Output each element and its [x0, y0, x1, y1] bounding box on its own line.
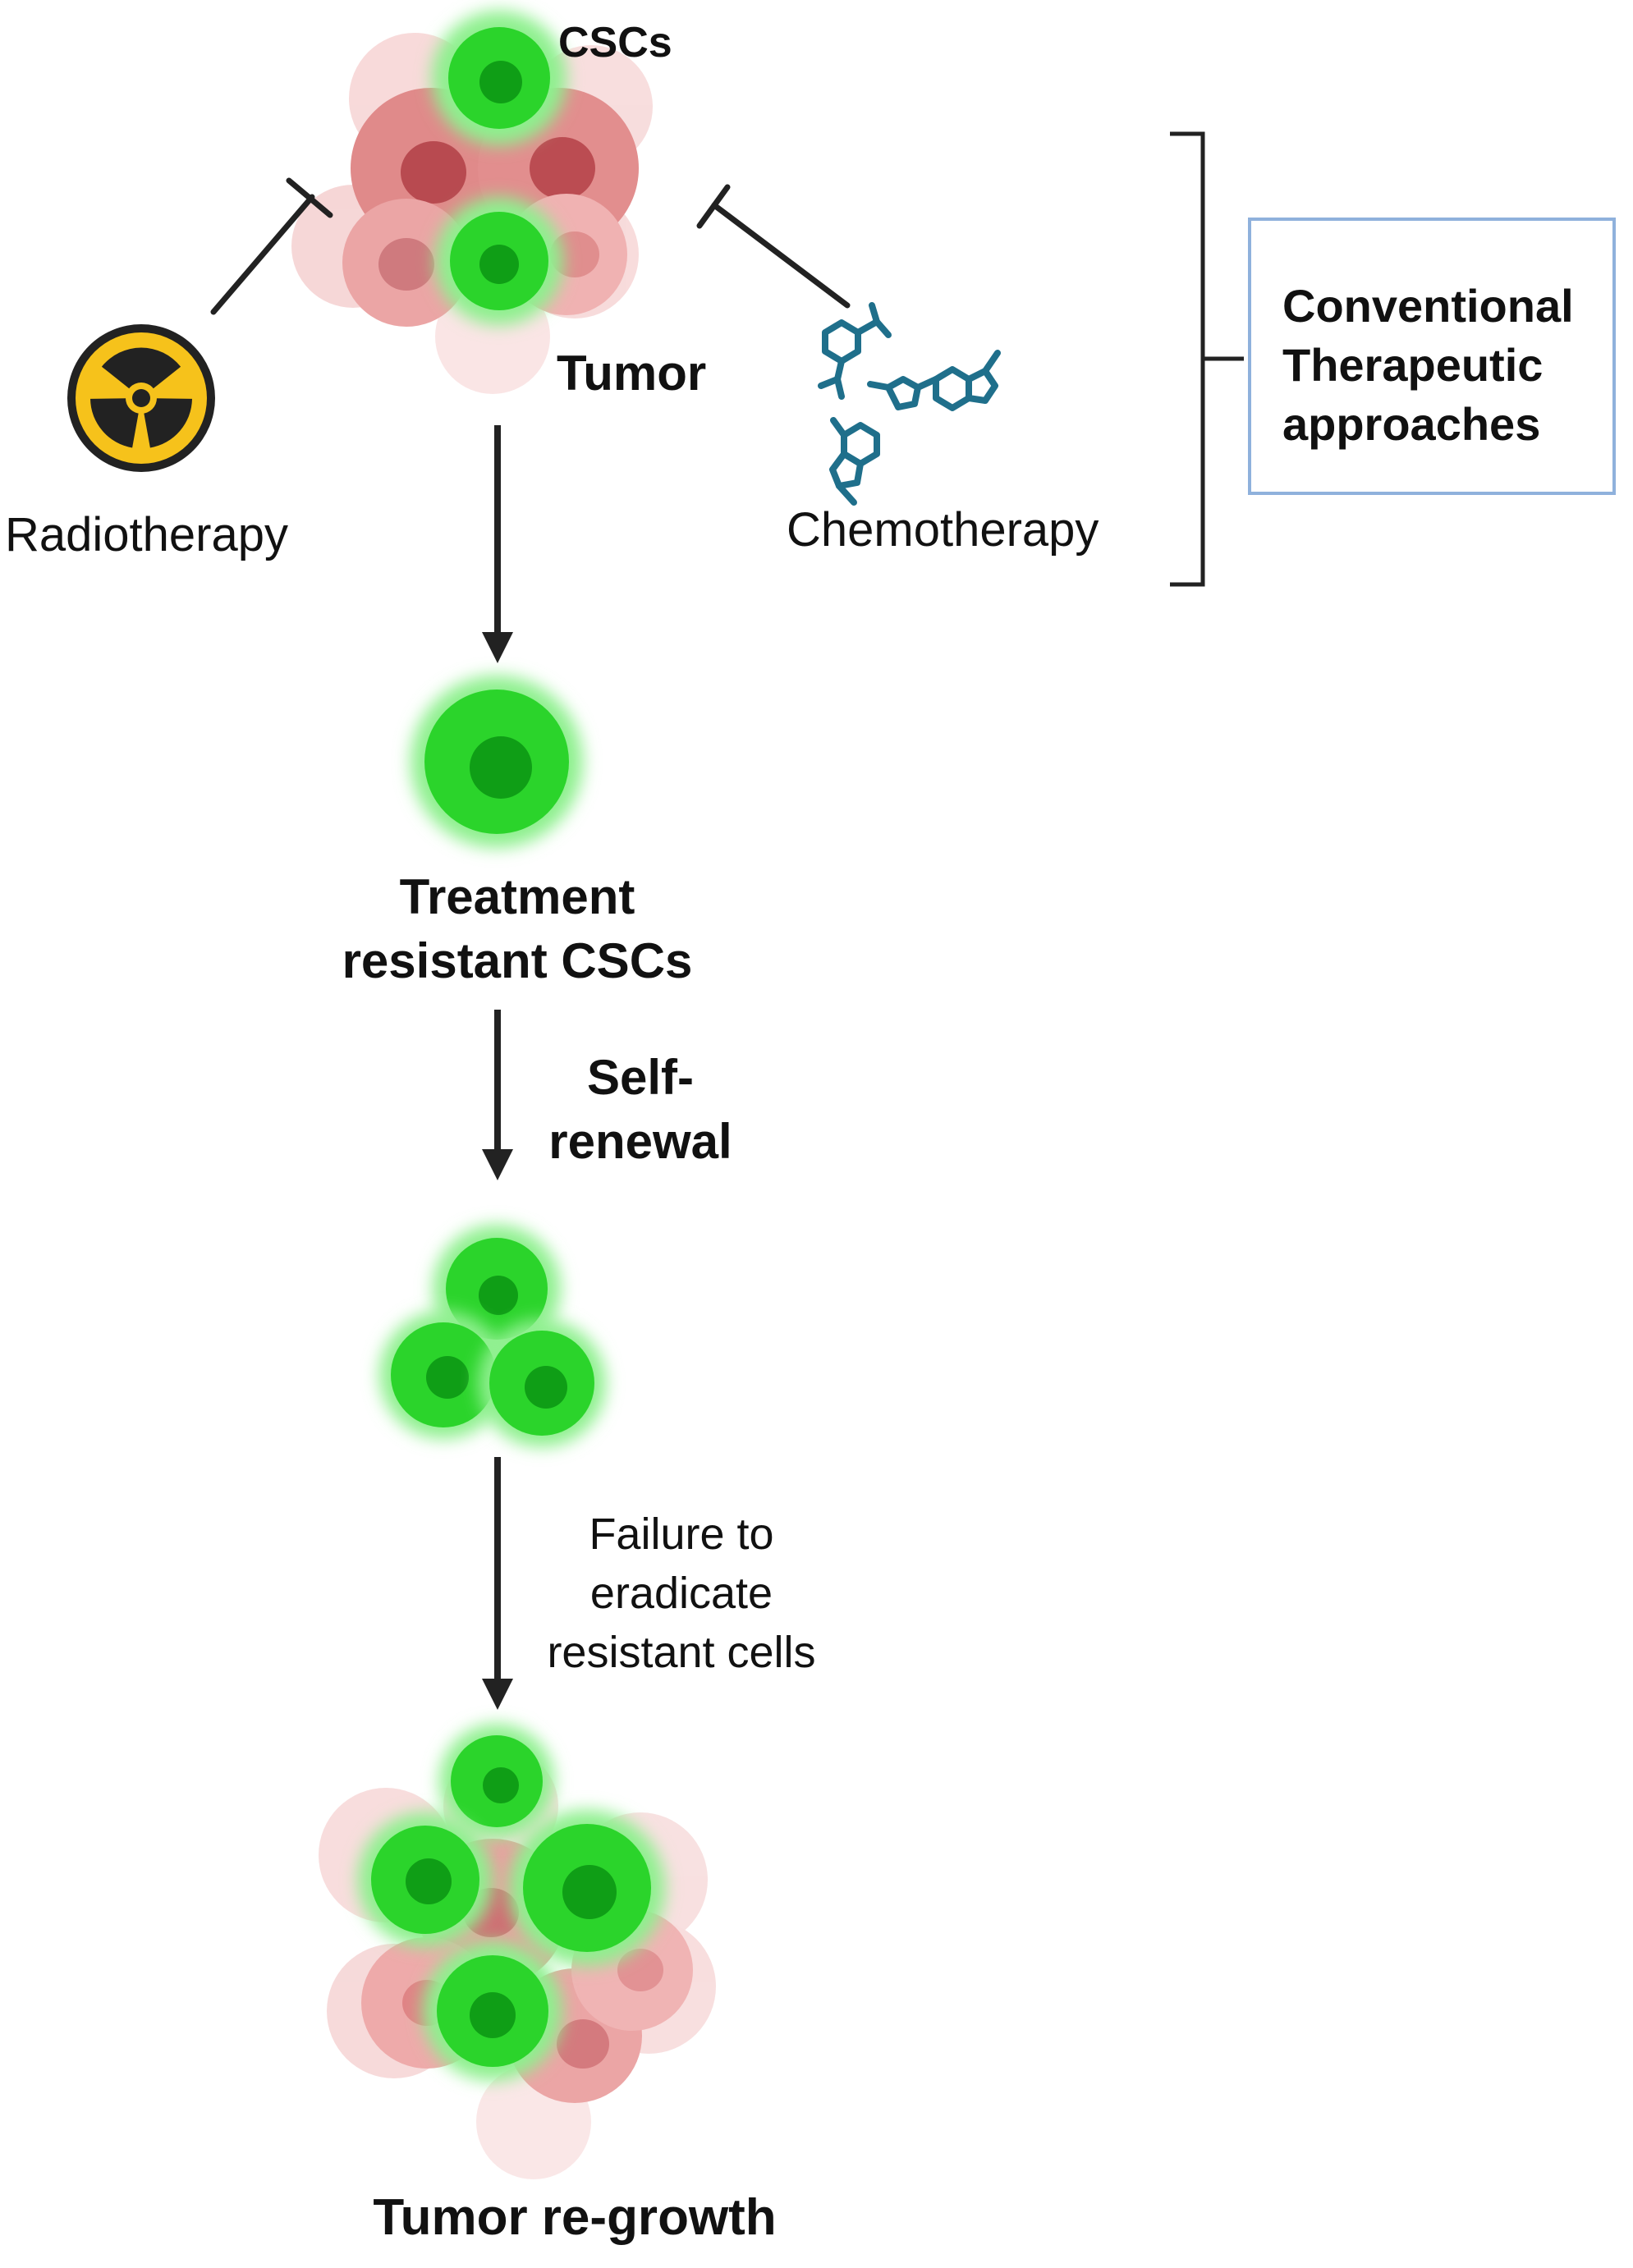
self-renewed-stem-cells — [379, 1225, 606, 1447]
tumor-regrowth-label: Tumor re-growth — [373, 2189, 777, 2246]
stem-cell — [478, 1319, 606, 1447]
stem-cell — [358, 1812, 493, 1947]
stem-cell — [509, 1810, 665, 1966]
cscs-label: CSCs — [558, 19, 672, 66]
tumor-label: Tumor — [557, 346, 707, 401]
stem-cell — [439, 1724, 554, 1839]
arrow-tumor-to-resistant — [482, 425, 513, 663]
treatment-resistant-line-2: resistant CSCs — [342, 933, 693, 988]
approaches-line-1: Conventional — [1282, 280, 1574, 332]
arrow-failure — [482, 1457, 513, 1710]
arrow-self-renewal — [482, 1010, 513, 1180]
radiotherapy-inhibition-line — [210, 177, 333, 315]
chemistry-molecule-icon — [818, 302, 1001, 506]
approaches-line-2: Therapeutic — [1282, 339, 1544, 391]
tumor-cell — [342, 199, 470, 327]
approaches-line-3: approaches — [1282, 398, 1541, 450]
failure-line-1: Failure to — [589, 1510, 774, 1559]
radiation-icon — [67, 324, 215, 472]
chemotherapy-label: Chemotherapy — [787, 503, 1099, 557]
failure-line-2: eradicate — [589, 1569, 773, 1618]
chemotherapy-inhibition-line — [696, 184, 851, 309]
stem-cell — [379, 1311, 507, 1439]
tumor-cluster — [291, 11, 653, 394]
stem-cell — [435, 197, 563, 325]
treatment-resistant-line-1: Treatment — [399, 869, 635, 924]
self-renewal-line-1: Self- — [586, 1050, 695, 1105]
failure-line-3: resistant cells — [547, 1628, 816, 1677]
resistant-stem-cell — [411, 676, 583, 848]
therapeutic-approaches-box — [1248, 218, 1616, 495]
regrowth-tumor-cluster — [319, 1724, 716, 2179]
self-renewal-line-2: renewal — [548, 1114, 732, 1169]
stem-cell — [423, 1941, 562, 2081]
therapy-bracket — [1170, 131, 1244, 587]
stem-cell — [432, 11, 567, 145]
radiotherapy-label: Radiotherapy — [5, 508, 288, 561]
